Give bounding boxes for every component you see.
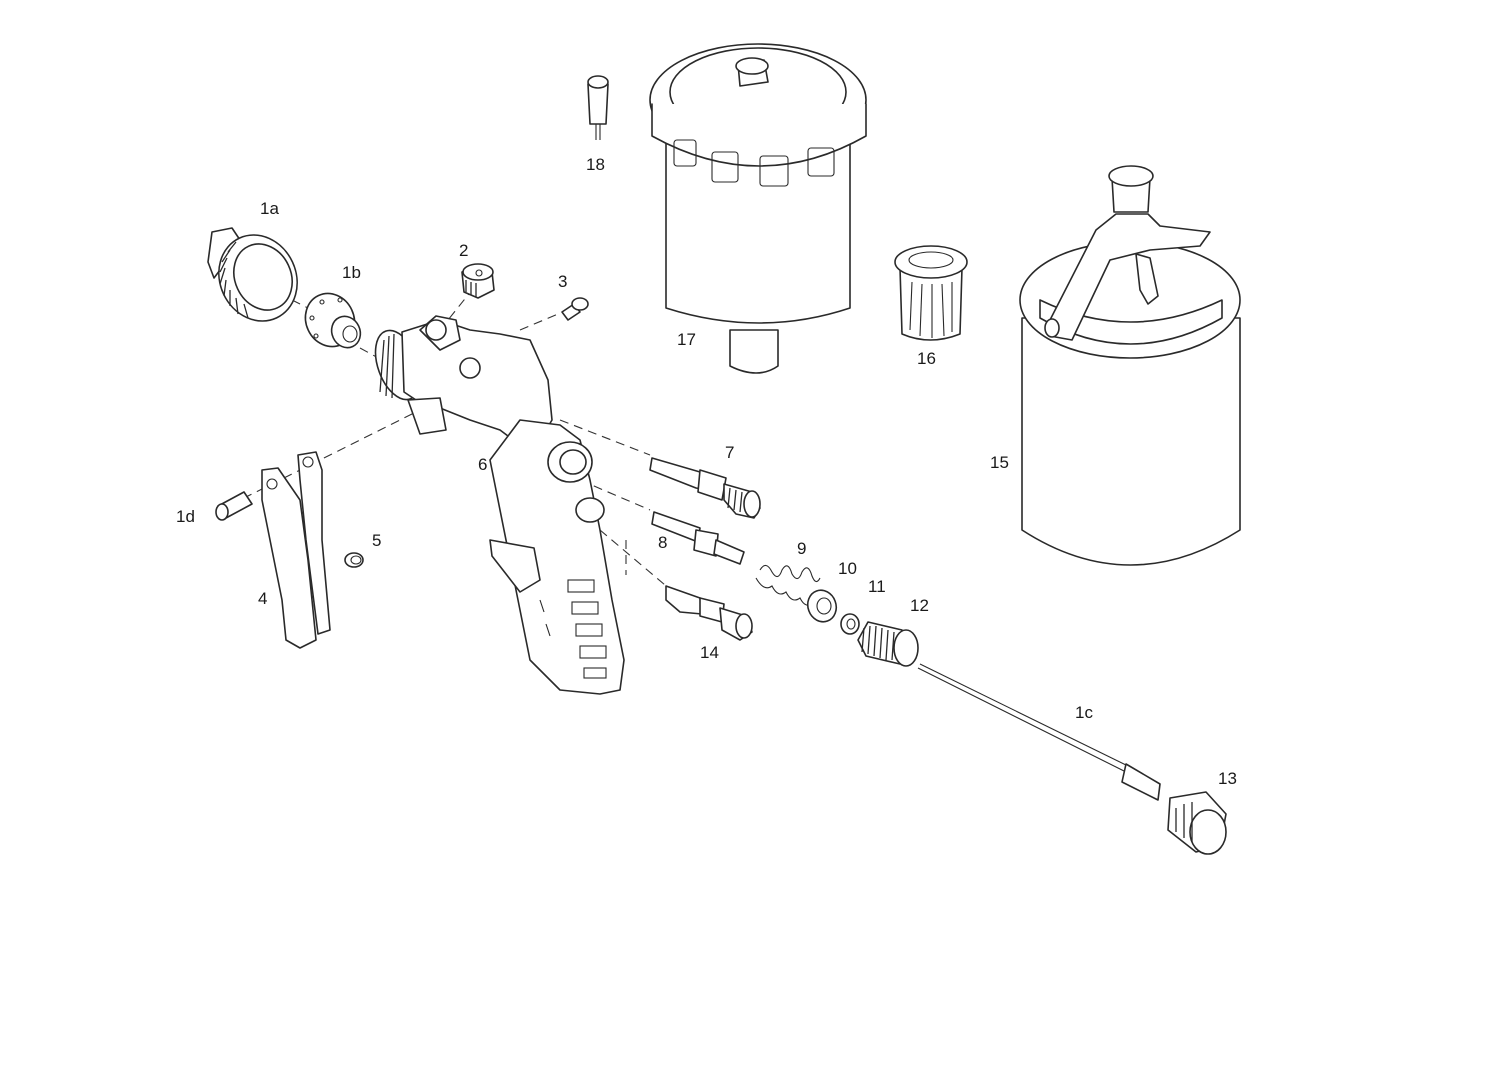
label-10: 10 <box>838 559 857 578</box>
part-7-valve <box>649 457 761 519</box>
part-1b-fluid-nozzle <box>304 292 362 349</box>
label-12: 12 <box>910 596 929 615</box>
label-8: 8 <box>658 533 667 552</box>
part-11-o-ring <box>840 613 860 635</box>
label-3: 3 <box>558 272 567 291</box>
label-9: 9 <box>797 539 806 558</box>
part-4-trigger <box>261 451 331 649</box>
part-2-nut <box>461 263 495 299</box>
part-3-screw <box>561 297 589 321</box>
part-14-valve <box>665 585 753 641</box>
part-5-ring <box>344 552 364 568</box>
part-1a-air-cap <box>207 227 298 322</box>
part-9-spring <box>755 564 821 606</box>
label-18: 18 <box>586 155 605 174</box>
part-18-filter <box>587 75 609 140</box>
label-1c: 1c <box>1075 703 1093 722</box>
part-1d-pin <box>215 491 253 521</box>
part-10-washer <box>806 589 838 623</box>
part-16-cup-filter <box>894 245 968 341</box>
label-6: 6 <box>478 455 487 474</box>
part-17-gravity-cup <box>649 43 867 374</box>
label-11: 11 <box>868 577 886 596</box>
label-15: 15 <box>990 453 1009 472</box>
label-1b: 1b <box>342 263 361 282</box>
label-1a: 1a <box>260 199 279 218</box>
label-13: 13 <box>1218 769 1237 788</box>
label-4: 4 <box>258 589 267 608</box>
label-16: 16 <box>917 349 936 368</box>
label-17: 17 <box>677 330 696 349</box>
part-labels: 1a 1b 1c 1d 2 3 4 5 6 7 8 9 10 11 12 13 … <box>176 155 1237 788</box>
part-6-gun-body <box>374 315 625 695</box>
label-5: 5 <box>372 531 381 550</box>
label-1d: 1d <box>176 507 195 526</box>
label-2: 2 <box>459 241 468 260</box>
part-8-needle-valve <box>651 511 745 565</box>
part-1c-needle <box>917 663 1161 801</box>
part-13-knob <box>1167 791 1227 855</box>
label-14: 14 <box>700 643 719 662</box>
part-15-pressure-cup <box>1019 165 1241 566</box>
label-7: 7 <box>725 443 734 462</box>
part-12-knurled-nut <box>857 621 919 667</box>
